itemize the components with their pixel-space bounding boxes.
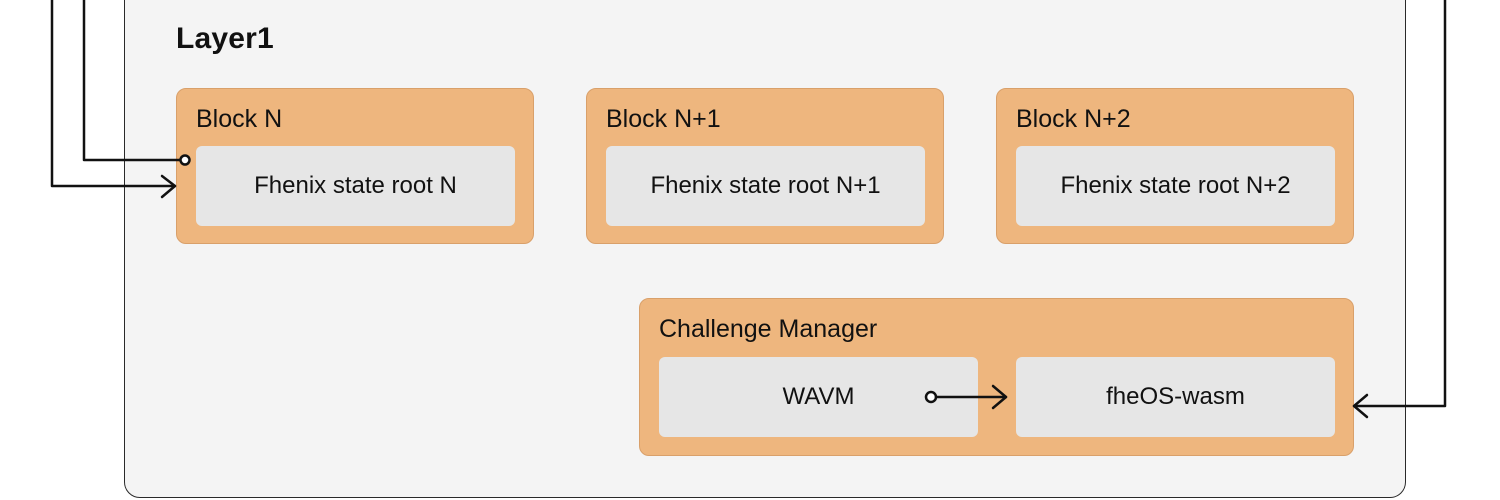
layer1-title: Layer1 <box>176 22 274 55</box>
state-root-n: Fhenix state root N <box>196 146 515 226</box>
state-root-n-plus-2: Fhenix state root N+2 <box>1016 146 1335 226</box>
block-n-plus-1-title: Block N+1 <box>606 105 721 133</box>
state-root-n-plus-1: Fhenix state root N+1 <box>606 146 925 226</box>
block-n-title: Block N <box>196 105 283 133</box>
fheos-wasm-box: fheOS-wasm <box>1016 357 1335 437</box>
block-n: Block N Fhenix state root N <box>176 88 534 244</box>
challenge-manager-title: Challenge Manager <box>659 315 878 343</box>
wavm-box: WAVM <box>659 357 978 437</box>
block-n-plus-2-title: Block N+2 <box>1016 105 1131 133</box>
block-n-plus-1: Block N+1 Fhenix state root N+1 <box>586 88 944 244</box>
challenge-manager: Challenge Manager WAVM fheOS-wasm <box>639 298 1354 456</box>
block-n-plus-2: Block N+2 Fhenix state root N+2 <box>996 88 1354 244</box>
